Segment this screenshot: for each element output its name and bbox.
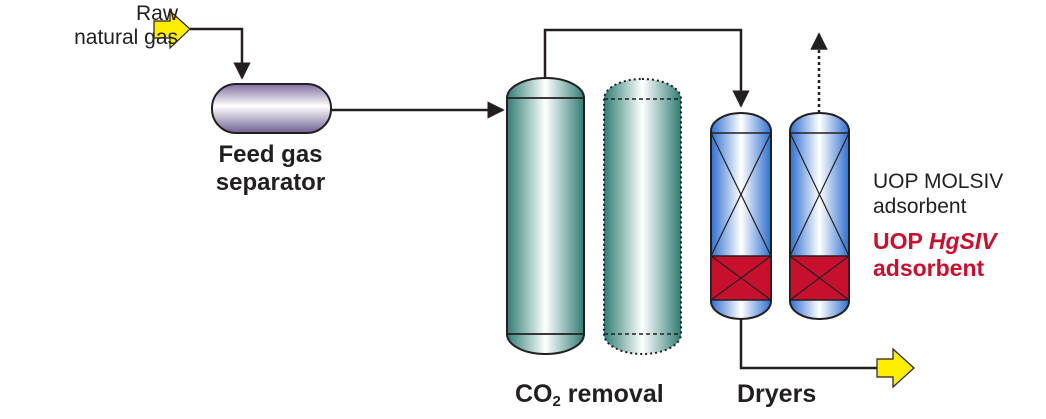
raw-gas-line1: Raw xyxy=(135,2,178,25)
co2-removal-column-standby xyxy=(603,78,682,355)
separator-line1: Feed gas xyxy=(218,141,323,168)
molsiv-line2: adsorbent xyxy=(873,195,967,218)
raw-gas-line2: natural gas xyxy=(74,26,178,49)
hgsiv-italic: HgSIV xyxy=(928,228,997,254)
separator-line2: separator xyxy=(215,169,326,196)
hgsiv-prefix: UOP xyxy=(873,228,929,254)
raw-gas-inlet-arrow-icon xyxy=(153,9,191,50)
hgsiv-line2: adsorbent xyxy=(873,255,985,281)
feed-line xyxy=(190,27,251,80)
co2-removal-column-active xyxy=(506,77,585,355)
hgsiv-line1: UOP HgSIV xyxy=(873,228,997,255)
feed-gas-separator-label: Feed gas separator xyxy=(198,141,343,197)
co2-removal-label: CO2 removal xyxy=(515,380,664,410)
dryer-outlet-line xyxy=(739,319,877,370)
molsiv-line1: UOP MOLSIV xyxy=(873,170,1004,193)
dryer-1 xyxy=(710,112,772,320)
dryer-2 xyxy=(789,112,850,320)
feed-gas-separator xyxy=(211,83,332,134)
co2-to-dryer-line xyxy=(543,28,750,108)
co2-suffix: removal xyxy=(560,380,664,408)
co2-subscript: 2 xyxy=(552,393,561,410)
treated-gas-outlet-arrow-icon xyxy=(876,347,915,389)
molsiv-adsorbent-label: UOP MOLSIV adsorbent xyxy=(873,169,1003,219)
hgsiv-adsorbent-label: UOP HgSIV adsorbent xyxy=(873,228,997,282)
co2-prefix: CO xyxy=(515,380,553,408)
raw-natural-gas-label: Raw natural gas xyxy=(74,2,178,50)
dryers-label: Dryers xyxy=(737,380,817,408)
